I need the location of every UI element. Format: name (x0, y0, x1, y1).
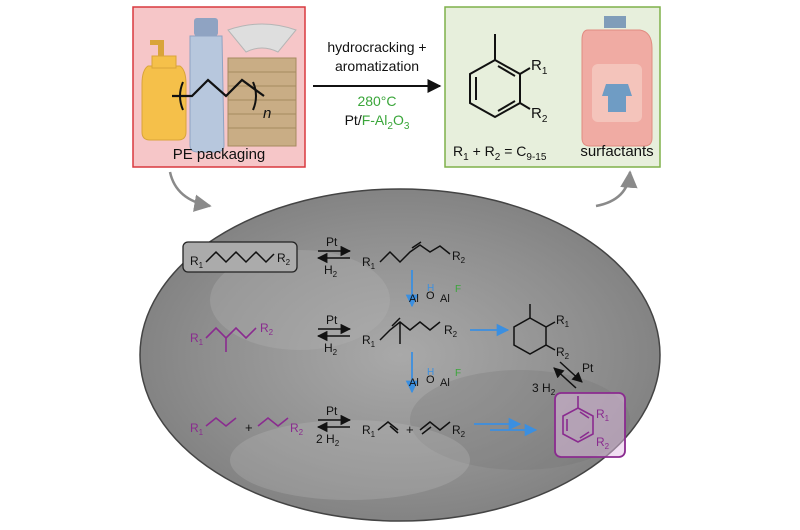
polyethylene-structure (172, 78, 265, 111)
row3-right-r1: R1 (362, 423, 376, 439)
pump-bottle-icon (141, 40, 187, 141)
row3-plus: + (245, 420, 253, 435)
row3-r2: R2 (290, 421, 304, 437)
alkylbenzene-structure (469, 34, 531, 119)
pe-packaging-label: PE packaging (173, 146, 266, 163)
row1-pt: Pt (326, 235, 338, 249)
aromatic-product-box (554, 392, 626, 458)
product-panel: R1 R2 R1 + R2 = C9-15 surfactants (444, 6, 661, 168)
process-arrow: hydrocracking + aromatization 280°C Pt/F… (313, 39, 442, 132)
mechanism-row-3: R1 + R2 Pt 2 H2 R1 + R2 (190, 404, 538, 448)
shampoo-bottle-icon (189, 18, 225, 153)
arrow-line2: aromatization (335, 58, 419, 74)
lewis-h-1: H (427, 283, 434, 294)
row3-right-plus: + (406, 422, 414, 437)
product-r1: R1 (531, 57, 548, 77)
lewis-al2-2: Al (440, 377, 450, 389)
naphthene-r1: R1 (556, 313, 570, 329)
row1-left-r2: R2 (277, 251, 291, 267)
lewis-h-2: H (427, 367, 434, 378)
lewis-f-1: F (455, 284, 461, 295)
aromatic-product: R1 R2 (554, 392, 626, 458)
arrow-line1: hydrocracking + (327, 39, 426, 55)
lewis-al2-1: Al (440, 293, 450, 305)
dehydro-h2: 3 H2 (532, 381, 556, 397)
row2-mid-r2: R2 (444, 323, 458, 339)
curved-arrow-out (595, 170, 638, 208)
row2-left-r2: R2 (260, 321, 274, 337)
plastic-bag-icon (227, 23, 297, 147)
row2-left-r1: R1 (190, 331, 204, 347)
arom-r2: R2 (596, 435, 610, 451)
row3-r1: R1 (190, 421, 204, 437)
lewis-acid-site-2: H Al O Al F (405, 352, 461, 394)
lewis-acid-site-1: H Al O Al F (405, 270, 461, 308)
detergent-jug-icon (581, 16, 653, 147)
row2-h2: H2 (324, 341, 338, 357)
surfactants-label: surfactants (580, 143, 653, 160)
row3-pt: Pt (326, 404, 338, 418)
naphthene-r2: R2 (556, 345, 570, 361)
mechanism-ellipse (139, 188, 661, 522)
product-r2: R2 (531, 105, 548, 125)
curved-arrow-in (168, 171, 212, 212)
carbon-formula: R1 + R2 = C9-15 (453, 143, 547, 163)
lewis-al1-2: Al (409, 377, 419, 389)
lewis-o-2: O (426, 374, 435, 386)
row3-2h2: 2 H2 (316, 432, 340, 448)
temperature-label: 280°C (357, 93, 396, 109)
row2-mid-r1: R1 (362, 333, 376, 349)
pe-packaging-panel: n PE packaging (132, 6, 306, 168)
row1-h2: H2 (324, 263, 338, 279)
row1-right-r2: R2 (452, 249, 466, 265)
row1-left-r1: R1 (190, 254, 204, 270)
dehydro-pt: Pt (582, 361, 594, 375)
arom-r1: R1 (596, 407, 610, 423)
row2-pt: Pt (326, 313, 338, 327)
mechanism-row-2: R1 R2 Pt H2 R1 R2 R1 R2 Pt 3 H2 (190, 304, 594, 397)
lewis-f-2: F (455, 368, 461, 379)
lewis-o-1: O (426, 290, 435, 302)
repeat-unit-n: n (263, 105, 271, 122)
mechanism-row-1: R1 R2 Pt H2 R1 R2 (182, 235, 466, 279)
catalyst-label: Pt/F-Al2O3 (345, 112, 410, 132)
row1-right-r1: R1 (362, 255, 376, 271)
lewis-al1-1: Al (409, 293, 419, 305)
row3-right-r2: R2 (452, 423, 466, 439)
